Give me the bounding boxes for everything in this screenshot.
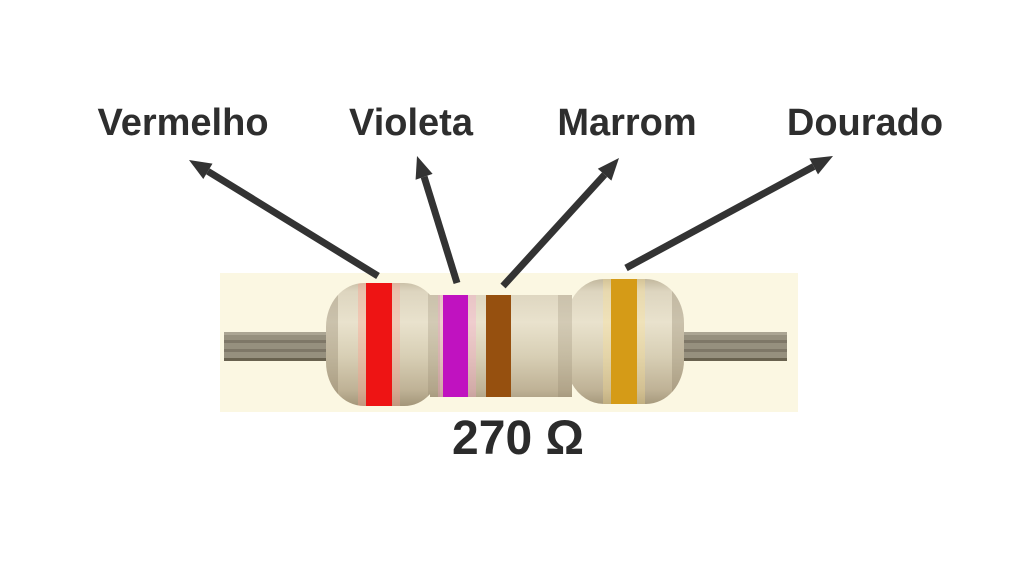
band-label-dourado: Dourado [786,102,944,144]
band-label-marrom: Marrom [557,102,697,144]
arrow-icon-vermelho [189,160,380,279]
color-band-dourado [611,279,637,406]
color-band-violeta [443,295,468,397]
color-band-marrom [486,295,511,397]
band-label-vermelho: Vermelho [97,102,269,144]
arrow-icon-marrom [500,158,619,289]
band-label-violeta: Violeta [349,102,473,144]
resistor-body [326,279,684,406]
arrow-icon-violeta [415,156,461,285]
lead-wire-left [224,332,336,361]
lead-wire-right [676,332,787,361]
color-band-vermelho [366,279,392,406]
resistance-value-label: 270 Ω [452,412,584,465]
arrow-icon-dourado [624,156,833,272]
